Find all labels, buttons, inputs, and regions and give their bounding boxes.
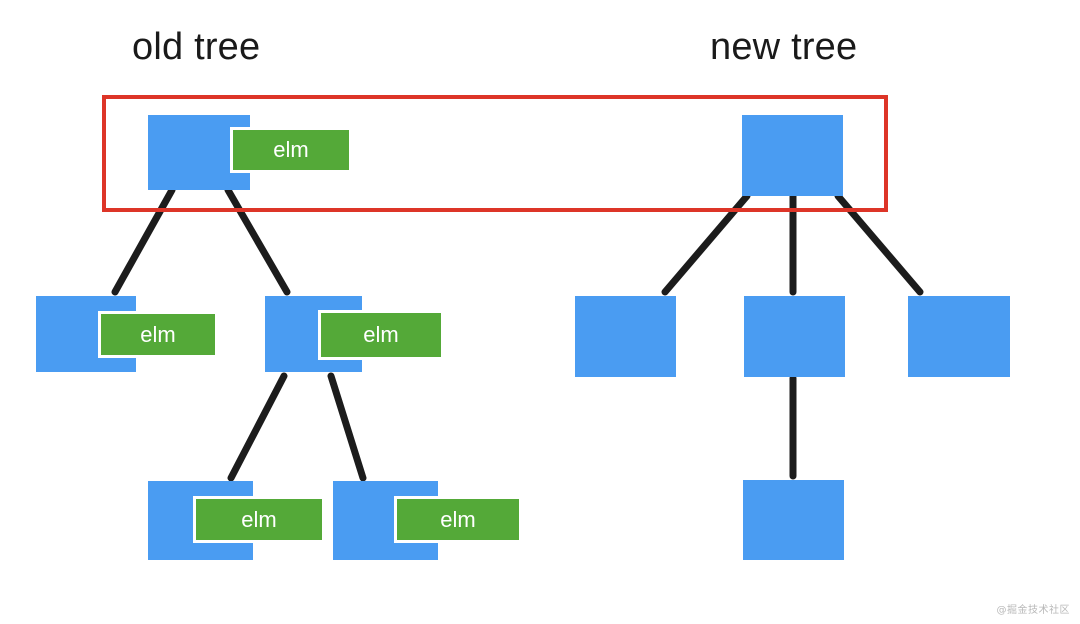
elm-label-old-root: elm [230,127,352,173]
node-new-root [742,115,843,196]
node-new-grandchild-1 [743,480,844,560]
new-tree-title: new tree [710,26,858,68]
node-new-child-2 [744,296,845,377]
elm-label-old-grandchild-1: elm [193,496,325,543]
edge-old-edge-child2-gc1 [227,372,288,482]
node-new-child-3 [908,296,1010,377]
node-new-child-1 [575,296,676,377]
elm-label-old-child-1: elm [98,311,218,358]
root-comparison-highlight-box [102,95,888,212]
watermark: @掘金技术社区 [996,605,1070,616]
old-tree-title: old tree [132,26,261,68]
elm-label-old-grandchild-2: elm [394,496,522,543]
edge-old-edge-child2-gc2 [327,372,367,482]
elm-label-old-child-2: elm [318,310,444,360]
